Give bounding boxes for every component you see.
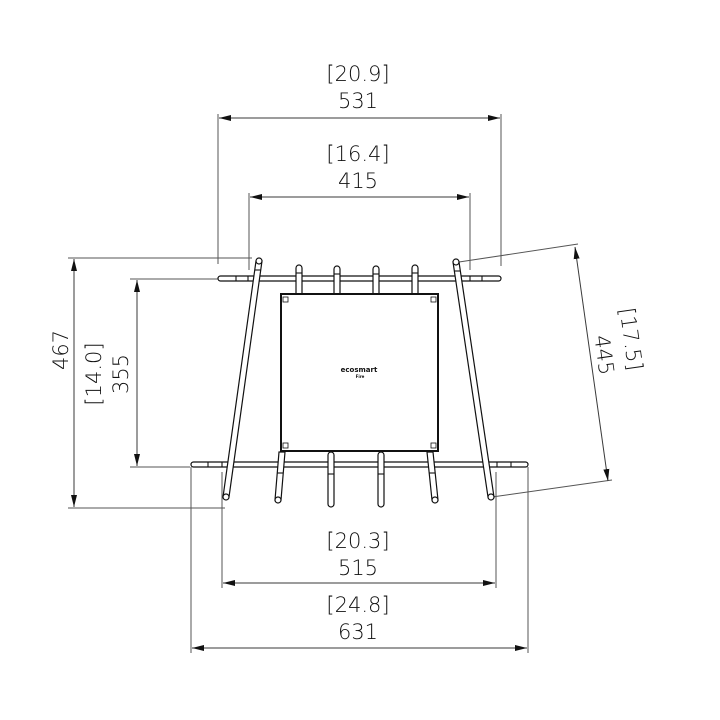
bottom-rods (274, 451, 439, 508)
top-rods (295, 264, 419, 299)
left-leg (222, 257, 263, 501)
dim-left-outer-mm: 467 (49, 330, 73, 370)
dimension-bottom-inner: [20.3] 515 (221, 472, 497, 588)
dimension-top-inner: [16.4] 415 (248, 142, 471, 270)
right-leg (452, 258, 495, 501)
dimension-bottom-outer: [24.8] 631 (190, 467, 529, 653)
corner-screw (282, 296, 289, 303)
dim-top-inner-inches: [16.4] (326, 142, 389, 166)
dim-bottom-outer-mm: 631 (338, 620, 378, 644)
dim-bottom-outer-inches: [24.8] (326, 593, 389, 617)
dimension-left-inner: [14.0] 355 (82, 278, 218, 468)
dimension-top-outer: [20.9] 531 (217, 62, 502, 266)
corner-screw (430, 296, 437, 303)
dimension-left-outer: 467 (49, 257, 252, 509)
product-outline: ecosmart Fire (190, 257, 529, 508)
brand-logo: ecosmart Fire (341, 366, 378, 379)
dim-right-diagonal-inches: [17.5] (615, 306, 648, 372)
logo-sub: Fire (356, 374, 365, 379)
dim-left-inner-inches: [14.0] (82, 342, 106, 405)
dim-top-inner-mm: 415 (338, 169, 378, 193)
dim-right-diagonal-mm: 445 (589, 334, 618, 377)
dim-bottom-inner-mm: 515 (338, 556, 378, 580)
bottom-rail (190, 461, 529, 468)
corner-screw (282, 442, 289, 449)
corner-screw (430, 442, 437, 449)
dim-bottom-inner-inches: [20.3] (326, 529, 389, 553)
burner-panel (280, 293, 439, 452)
dim-top-outer-mm: 531 (338, 89, 378, 113)
dim-left-inner-mm: 355 (109, 354, 133, 394)
dim-top-outer-inches: [20.9] (326, 62, 389, 86)
top-rail (217, 275, 502, 282)
logo-brand: ecosmart (341, 366, 378, 374)
